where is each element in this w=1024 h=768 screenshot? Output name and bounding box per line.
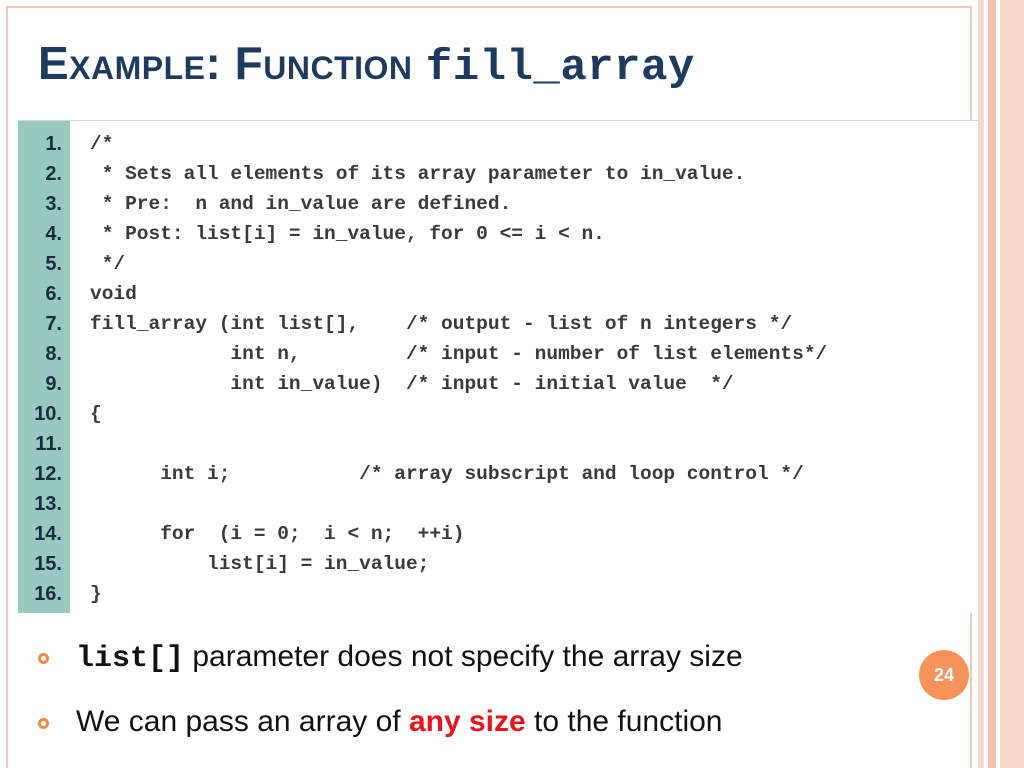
page-number-badge: 24: [919, 650, 969, 700]
line-number: 14.: [34, 523, 62, 545]
line-number: 16.: [34, 583, 62, 605]
line-number-gutter: [18, 121, 70, 613]
line-number: 9.: [45, 373, 62, 395]
line-number: 7.: [45, 313, 62, 335]
decorative-stripes: [978, 0, 1024, 768]
line-number: 11.: [35, 433, 62, 455]
bullet-dot-icon: [38, 718, 49, 729]
code-text: * Post: list[i] = in_value, for 0 <= i <…: [90, 223, 605, 245]
line-number: 1.: [45, 133, 62, 155]
bullet-1-code: list[]: [76, 642, 185, 676]
line-number: 3.: [45, 193, 62, 215]
line-number: 5.: [45, 253, 62, 275]
title-word-function: Function: [234, 37, 413, 89]
code-text: void: [90, 283, 137, 305]
title-code: fill_array: [425, 43, 695, 93]
title-word-example: Example: [38, 37, 206, 89]
code-text: * Pre: n and in_value are defined.: [90, 193, 512, 215]
code-text: list[i] = in_value;: [90, 553, 430, 575]
code-text: /*: [90, 133, 114, 155]
bullet-1-text: parameter does not specify the array siz…: [184, 640, 743, 673]
line-number: 6.: [45, 283, 62, 305]
code-text: {: [90, 403, 102, 425]
bullet-2-post: to the function: [525, 705, 723, 738]
code-text: int n, /* input - number of list element…: [90, 343, 828, 365]
bullet-2-highlight: any size: [408, 705, 526, 738]
code-text: }: [90, 583, 102, 605]
line-number: 13.: [34, 493, 62, 515]
line-number: 10.: [34, 403, 62, 425]
code-text: int in_value) /* input - initial value *…: [90, 373, 734, 395]
bullet-2: We can pass an array of any size to the …: [38, 705, 898, 745]
code-text: */: [90, 253, 126, 275]
code-text: fill_array (int list[], /* output - list…: [90, 313, 793, 335]
line-number: 2.: [45, 163, 62, 185]
bullet-2-pre: We can pass an array of: [76, 705, 409, 738]
code-text: * Sets all elements of its array paramet…: [90, 163, 746, 185]
line-number: 15.: [34, 553, 62, 575]
bullet-dot-icon: [38, 653, 49, 664]
line-number: 8.: [45, 343, 62, 365]
title-colon: :: [205, 37, 235, 89]
code-text: for (i = 0; i < n; ++i): [90, 523, 465, 545]
code-listing: 1. /* 2. * Sets all elements of its array …: [18, 120, 978, 613]
line-number: 4.: [45, 223, 62, 245]
bullet-1: list[] parameter does not specify the ar…: [38, 640, 898, 680]
slide-title: Example: Function fill_array: [38, 36, 695, 93]
line-number: 12.: [34, 463, 62, 485]
code-text: int i; /* array subscript and loop contr…: [90, 463, 804, 485]
